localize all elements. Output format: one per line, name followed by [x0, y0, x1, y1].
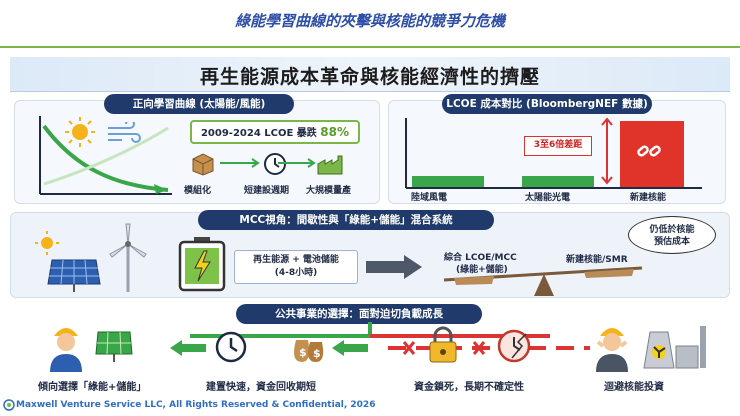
- solar-panel-icon: [47, 259, 101, 292]
- left-pan-sublabel: (綠能+儲能): [456, 265, 508, 275]
- step-modular: 模組化: [184, 186, 212, 196]
- green-reason-label: 建置快速，資金回收期短: [206, 382, 316, 393]
- lcoe-bar: [412, 176, 484, 187]
- red-reason-label: 資金鎖死，長期不確定性: [414, 382, 524, 393]
- step-mass-production: 大規模量產: [306, 186, 352, 196]
- factory-icon: [317, 155, 343, 175]
- svg-text:$: $: [299, 346, 307, 359]
- lock-icon: [429, 326, 457, 363]
- wind-icon: [108, 122, 141, 143]
- stressed-worker-icon: [596, 328, 628, 372]
- lcoe-pill: LCOE 成本對比 (BloombergNEF 數據): [442, 94, 652, 114]
- broken-chain-icon: [637, 145, 661, 157]
- slide-title: 綠能學習曲線的夾擊與核能的競爭力危機: [234, 12, 505, 30]
- utility-pill: 公共事業的選擇：面對迫切負載成長: [236, 304, 482, 324]
- nuclear-plant-icon: [643, 326, 706, 369]
- title-divider: [0, 46, 740, 48]
- mcc-box-line2: (4-8小時): [274, 268, 318, 278]
- mcc-box-line1: 再生能源 + 電池儲能: [253, 255, 339, 265]
- svg-text:$: $: [313, 347, 321, 360]
- green-arrow-left: [170, 340, 206, 356]
- step-short-build: 短建設週期: [244, 186, 290, 196]
- clock-icon: [215, 331, 247, 363]
- green-arrow-left: [332, 340, 368, 356]
- choice-green-label: 傾向選擇「綠能+儲能」: [38, 382, 147, 393]
- red-x-chain: [388, 341, 590, 355]
- bubble-line1: 仍低於核能: [649, 225, 695, 235]
- bar-label-onshore-wind: 陸域風電: [411, 193, 448, 203]
- lcoe-bar: [522, 176, 594, 187]
- money-bag-icon: $ $: [294, 340, 324, 362]
- cost-gap-label: 3至6倍差距: [524, 136, 592, 156]
- banner-title: 再生能源成本革命與核能經濟性的擠壓: [199, 66, 540, 88]
- solar-panel-icon: [95, 331, 133, 362]
- lcoe-drop-percent: 88%: [320, 125, 350, 139]
- lcoe-bar-chart: [405, 118, 702, 189]
- sun-icon: [35, 231, 59, 255]
- footer-copyright: Maxwell Venture Service LLC, All Rights …: [16, 400, 376, 410]
- sun-icon: [65, 117, 95, 147]
- bubble-line2: 預估成本: [653, 237, 690, 247]
- banner: 再生能源成本革命與核能經濟性的擠壓: [10, 57, 730, 92]
- learning-curve-chart: [39, 116, 172, 195]
- learning-curve-panel: [14, 100, 380, 204]
- balance-scale-icon: [443, 266, 643, 296]
- worker-icon: [50, 328, 82, 372]
- company-logo-icon: [3, 399, 15, 411]
- cost-comparison-bubble: 仍低於核能 預估成本: [628, 216, 716, 254]
- battery-icon: [178, 237, 226, 292]
- broken-clock-icon: [497, 329, 531, 363]
- gap-arrow: [601, 117, 613, 185]
- step-arrows: [220, 158, 316, 168]
- bar-label-new-nuclear: 新建核能: [630, 193, 667, 203]
- lcoe-drop-callout: 2009-2024 LCOE 暴跌 88%: [190, 120, 360, 144]
- left-pan-label: 綜合 LCOE/MCC: [444, 253, 517, 263]
- mcc-arrow: [366, 255, 422, 279]
- mcc-system-box: 再生能源 + 電池儲能 (4-8小時): [234, 250, 358, 284]
- right-pan-label: 新建核能/SMR: [566, 255, 628, 265]
- choice-red-label: 迴避核能投資: [604, 382, 664, 393]
- bar-label-solar-pv: 太陽能光電: [525, 193, 571, 203]
- lcoe-drop-text: 2009-2024 LCOE 暴跌: [200, 128, 317, 139]
- mcc-pill: MCC視角：間歇性與「綠能+儲能」混合系統: [198, 210, 494, 230]
- box-icon: [192, 153, 214, 176]
- learning-curve-pill: 正向學習曲線 (太陽能/風能): [104, 94, 294, 114]
- wind-turbine-icon: [109, 223, 147, 292]
